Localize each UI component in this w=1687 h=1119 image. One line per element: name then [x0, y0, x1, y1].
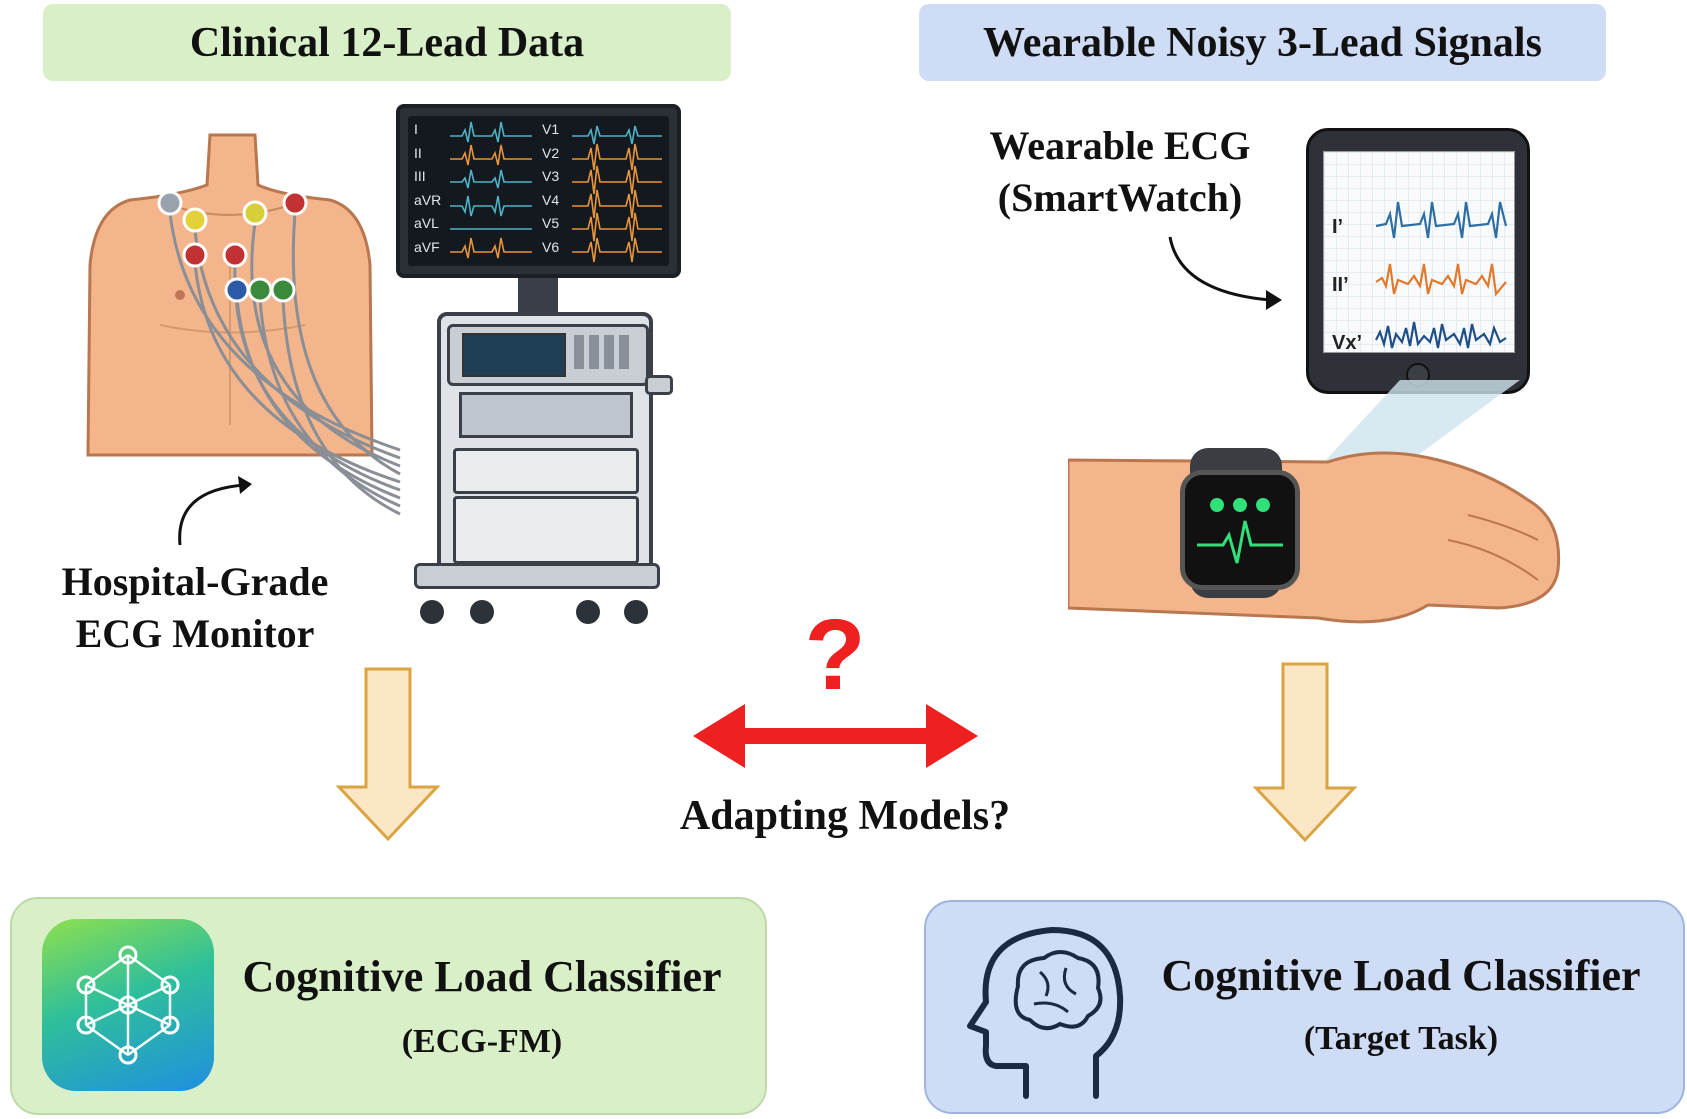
wearable-header-text: Wearable Noisy 3-Lead Signals — [983, 19, 1542, 66]
lead-label: II — [414, 144, 422, 161]
tablet-lead-labels: I’ II’ Vx’ — [1332, 198, 1372, 372]
hospital-pointer-arrow — [178, 476, 252, 546]
lead-label: II’ — [1332, 274, 1349, 296]
cart-drawer — [453, 448, 639, 494]
target-classifier-box: Cognitive Load Classifier (Target Task) — [924, 900, 1685, 1114]
smartwatch-face — [1180, 470, 1300, 590]
lead-label: I — [414, 121, 418, 137]
electrode-dot — [282, 190, 308, 216]
lead-label: V2 — [542, 144, 560, 161]
adapting-models-label: Adapting Models? — [679, 793, 1011, 839]
limb-lead-labels: I II III aVR aVL aVF — [414, 118, 454, 259]
monitor-stand — [518, 278, 558, 312]
lead-label: V6 — [542, 238, 560, 255]
clinical-header-text: Clinical 12-Lead Data — [189, 19, 585, 66]
source-box-subtitle: (ECG-FM) — [401, 1023, 563, 1060]
electrode-dot — [270, 277, 296, 303]
electrode-cables — [157, 190, 401, 516]
electrode-dot — [224, 277, 250, 303]
question-mark: ? — [804, 599, 866, 711]
lead-label: aVL — [414, 215, 439, 231]
wearable-pointer-arrow — [1168, 236, 1282, 310]
lead-label: Vx’ — [1332, 332, 1363, 354]
electrode-dot — [157, 190, 183, 216]
hospital-caption: Hospital-Grade ECG Monitor — [30, 556, 360, 660]
clinical-header: Clinical 12-Lead Data — [43, 4, 731, 81]
electrode-dot — [182, 207, 208, 233]
lead-label: I’ — [1332, 216, 1344, 238]
source-box-title: Cognitive Load Classifier — [242, 952, 722, 1001]
cart-wheel — [576, 600, 600, 624]
down-arrow-left — [335, 667, 441, 842]
lead-label: III — [414, 168, 426, 184]
monitor-waveforms — [450, 121, 662, 263]
hospital-caption-line2: ECG Monitor — [75, 611, 315, 656]
electrode-dot — [222, 242, 248, 268]
hospital-caption-line1: Hospital-Grade — [61, 559, 329, 604]
wearable-caption: Wearable ECG (SmartWatch) — [950, 120, 1290, 224]
wearable-caption-line1: Wearable ECG — [989, 123, 1251, 168]
neural-network-app-icon — [42, 919, 214, 1091]
cart-wheel — [624, 600, 648, 624]
cart-control-panel — [447, 324, 649, 386]
neural-network-icon — [76, 945, 180, 1065]
tablet-screen: I’ II’ Vx’ — [1323, 151, 1515, 354]
chest-lead-labels: V1 V2 V3 V4 V5 V6 — [542, 118, 572, 259]
electrode-dot — [242, 200, 268, 226]
cart-wheel — [420, 600, 444, 624]
lead-label: V5 — [542, 215, 560, 231]
electrode-dot — [247, 277, 273, 303]
source-classifier-box: Cognitive Load Classifier (ECG-FM) — [10, 897, 767, 1115]
electrode-dot — [182, 242, 208, 268]
target-box-title: Cognitive Load Classifier — [1161, 951, 1641, 1000]
lead-label: V1 — [542, 121, 560, 137]
cart-handle — [645, 375, 673, 395]
cart-base — [414, 563, 660, 589]
tablet-waveforms — [1375, 201, 1508, 349]
tablet-device: I’ II’ Vx’ — [1306, 128, 1530, 394]
down-arrow-right — [1252, 662, 1358, 843]
arm-illustration — [1068, 451, 1561, 624]
wearable-header: Wearable Noisy 3-Lead Signals — [919, 4, 1606, 81]
lead-label: aVF — [414, 238, 440, 255]
wearable-caption-line2: (SmartWatch) — [997, 175, 1243, 220]
ecg-monitor-screen: I II III aVR aVL aVF V1 V2 V3 V4 V5 V6 — [396, 104, 681, 278]
brain-head-icon — [967, 927, 1124, 1099]
double-arrow — [693, 704, 978, 768]
target-box-subtitle: (Target Task) — [1303, 1020, 1499, 1057]
cart-wheel — [470, 600, 494, 624]
ecg-cart — [437, 312, 653, 578]
cart-drawer — [453, 496, 639, 564]
smartwatch-heart-icon — [1197, 498, 1283, 564]
lead-label: aVR — [414, 191, 442, 208]
lead-label: V3 — [542, 168, 560, 184]
lead-label: V4 — [542, 191, 560, 208]
